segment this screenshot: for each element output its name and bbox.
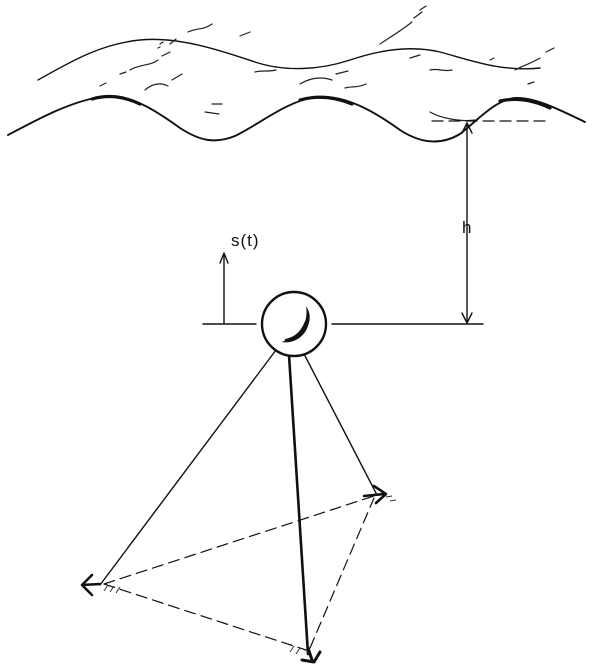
signal-label: s(t)	[231, 231, 260, 250]
anchor-link-left-center	[103, 583, 307, 651]
depth-label: h	[462, 218, 472, 237]
signal-indicator: s(t)	[219, 231, 260, 324]
anchor-right-icon	[362, 484, 388, 505]
depth-arrow-top-head	[461, 122, 473, 134]
anchor-center	[289, 645, 322, 664]
anchor-link-left-right	[103, 495, 375, 585]
front-wave-line	[7, 95, 586, 143]
signal-arrow-head	[219, 252, 229, 264]
mooring-line-center	[287, 353, 310, 656]
anchor-triangle	[103, 495, 375, 651]
buoy-outline	[260, 290, 328, 358]
mooring-lines	[99, 349, 377, 656]
anchor-link-center-right	[309, 497, 375, 649]
crest-shade-2	[298, 95, 354, 106]
mooring-line-right	[302, 351, 377, 494]
mooring-line-left	[99, 349, 277, 586]
buoy-shade-stroke	[284, 320, 308, 342]
sea-surface	[7, 5, 586, 143]
buoy-highlight-shade	[282, 306, 310, 343]
crest-shade-1	[90, 94, 142, 106]
crest-shade-3	[498, 97, 552, 110]
anchor-left-icon	[80, 573, 102, 597]
anchor-left	[80, 573, 121, 597]
back-wave-line	[37, 38, 541, 81]
buoy-sphere	[260, 290, 328, 358]
anchor-center-icon	[300, 646, 322, 664]
depth-arrow-bottom-head	[461, 312, 473, 324]
wave-texture	[99, 5, 555, 122]
anchor-right	[362, 484, 397, 505]
depth-dimension: h	[431, 120, 547, 324]
